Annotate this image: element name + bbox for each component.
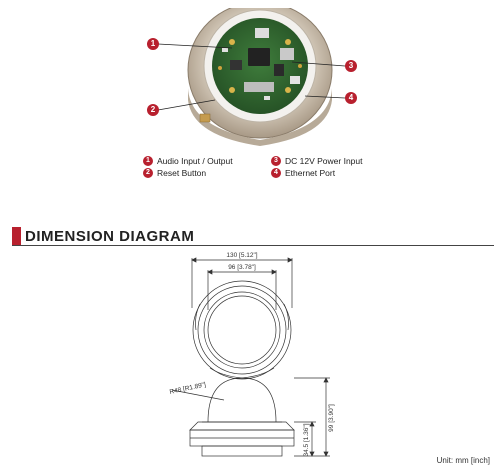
legend-label: Audio Input / Output	[157, 156, 233, 166]
section-title: DIMENSION DIAGRAM	[12, 226, 194, 246]
legend-label: Reset Button	[157, 168, 207, 178]
dim-width-inner-label: 96 [3.78"]	[228, 264, 256, 271]
unit-note: Unit: mm [inch]	[436, 456, 490, 465]
legend-label: DC 12V Power Input	[285, 156, 363, 166]
section-divider	[12, 245, 494, 246]
dimension-diagram: 130 [5.12"] 96 [3.78"] R48 [R1.89"] 99 […	[169, 252, 335, 457]
legend-marker: 2	[143, 168, 153, 178]
section-title-text: DIMENSION DIAGRAM	[25, 227, 195, 245]
dim-height-total-label: 99 [3.90"]	[328, 404, 335, 432]
camera-board-photo	[187, 8, 333, 146]
legend-item-4: 4 Ethernet Port	[271, 168, 335, 178]
side-view	[171, 377, 330, 457]
callout-lines	[157, 43, 346, 111]
section-title-accent-bar	[12, 227, 21, 245]
callout-marker-4: 4	[345, 92, 357, 104]
legend-marker: 1	[143, 156, 153, 166]
dim-height-base-label: 34.5 [1.36"]	[303, 423, 310, 456]
callout-marker-1: 1	[147, 38, 159, 50]
legend-marker: 4	[271, 168, 281, 178]
legend-item-1: 1 Audio Input / Output	[143, 156, 233, 166]
legend-item-3: 3 DC 12V Power Input	[271, 156, 362, 166]
legend-label: Ethernet Port	[285, 168, 336, 178]
dim-radius-label: R48 [R1.89"]	[169, 381, 207, 396]
top-view	[191, 257, 293, 380]
legend-marker: 3	[271, 156, 281, 166]
callout-marker-3: 3	[345, 60, 357, 72]
legend-item-2: 2 Reset Button	[143, 168, 206, 178]
callout-marker-2: 2	[147, 104, 159, 116]
dim-width-outer-label: 130 [5.12"]	[226, 252, 257, 259]
